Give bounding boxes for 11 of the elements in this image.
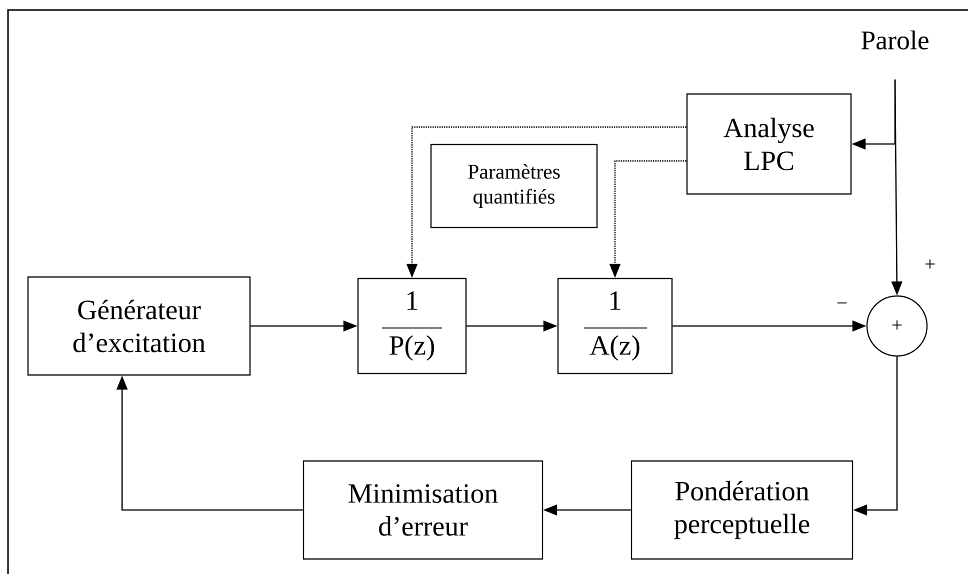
input-label: Parole	[861, 30, 928, 50]
transfer-function-box: 1 A(z)	[557, 278, 673, 374]
sign-label: −	[837, 302, 847, 304]
block-box: Pondération perceptuelle	[630, 460, 854, 560]
transfer-function-box: 1 P(z)	[357, 278, 467, 374]
sign-label: +	[925, 259, 935, 269]
block-box: Minimisation d’erreur	[302, 460, 544, 560]
summing-junction: +	[866, 295, 928, 357]
block-box: Analyse LPC	[686, 93, 852, 195]
block-box: Générateur d’excitation	[27, 276, 251, 376]
block-box: Paramètres quantifiés	[430, 144, 598, 228]
